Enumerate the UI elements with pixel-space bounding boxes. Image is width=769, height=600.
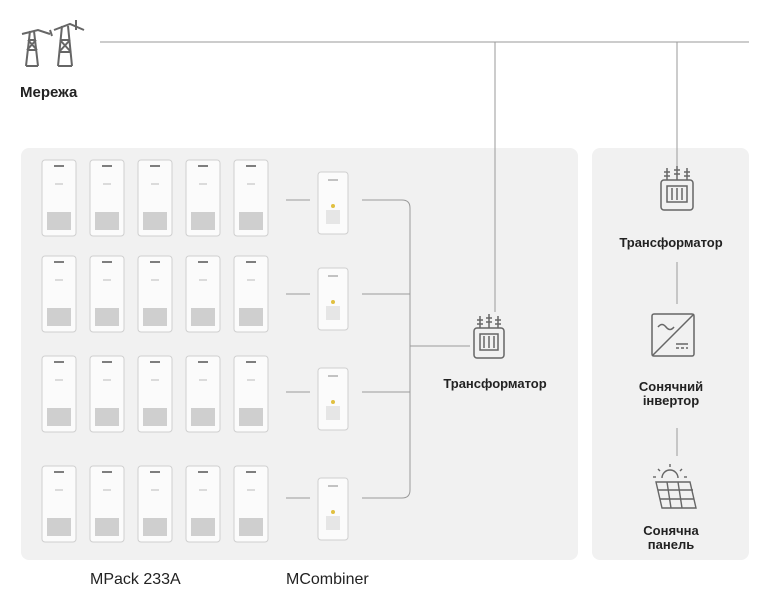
solar-panel-icon <box>653 464 697 509</box>
grid-line <box>100 41 749 312</box>
mpack-label: MPack 233A <box>90 571 181 588</box>
mcombiner-unit <box>317 267 349 331</box>
solar-panel-label-line1: Сонячна <box>643 523 699 538</box>
mcombiner-label: MCombiner <box>286 571 369 588</box>
solar-panel-label-line2: панель <box>647 537 695 552</box>
transformer-label: Трансформатор <box>443 376 547 391</box>
mpack-battery-cabinet <box>41 255 77 333</box>
mpack-battery-cabinet <box>185 255 221 333</box>
mcombiner-unit <box>317 171 349 235</box>
mpack-battery-cabinet <box>185 355 221 433</box>
mpack-battery-cabinet <box>137 255 173 333</box>
solar-inverter-icon <box>651 313 695 357</box>
mpack-battery-cabinet <box>233 159 269 237</box>
combiner-bus <box>362 199 470 499</box>
mpack-battery-cabinet <box>233 255 269 333</box>
mpack-battery-cabinet <box>137 159 173 237</box>
mcombiner-unit <box>317 477 349 541</box>
pv-transformer-label: Трансформатор <box>619 235 723 250</box>
pv-transformer-icon <box>660 166 694 211</box>
mpack-battery-cabinet <box>41 355 77 433</box>
transformer-icon <box>473 314 505 359</box>
mcombiner-unit <box>317 367 349 431</box>
mpack-battery-cabinet <box>233 355 269 433</box>
mpack-battery-cabinet <box>233 465 269 543</box>
mpack-battery-cabinet <box>89 159 125 237</box>
mpack-battery-cabinet <box>137 465 173 543</box>
mpack-battery-cabinet <box>89 355 125 433</box>
mpack-battery-cabinet <box>41 465 77 543</box>
connection-lines <box>286 199 310 499</box>
mpack-battery-grid <box>41 159 269 543</box>
mpack-battery-cabinet <box>137 355 173 433</box>
grid-label: Мережа <box>20 84 78 101</box>
inverter-label-line1: Сонячний <box>638 379 704 394</box>
mpack-battery-cabinet <box>89 465 125 543</box>
mcombiner-column <box>317 171 349 541</box>
power-tower-icon <box>21 20 85 67</box>
inverter-label: Сонячний інвертор <box>596 380 746 408</box>
mpack-battery-cabinet <box>185 159 221 237</box>
solar-panel-label: Сонячна панель <box>596 524 746 552</box>
mpack-battery-cabinet <box>89 255 125 333</box>
inverter-label-line2: інвертор <box>642 393 700 408</box>
mpack-battery-cabinet <box>41 159 77 237</box>
pv-system-panel <box>592 148 749 560</box>
mpack-battery-cabinet <box>185 465 221 543</box>
